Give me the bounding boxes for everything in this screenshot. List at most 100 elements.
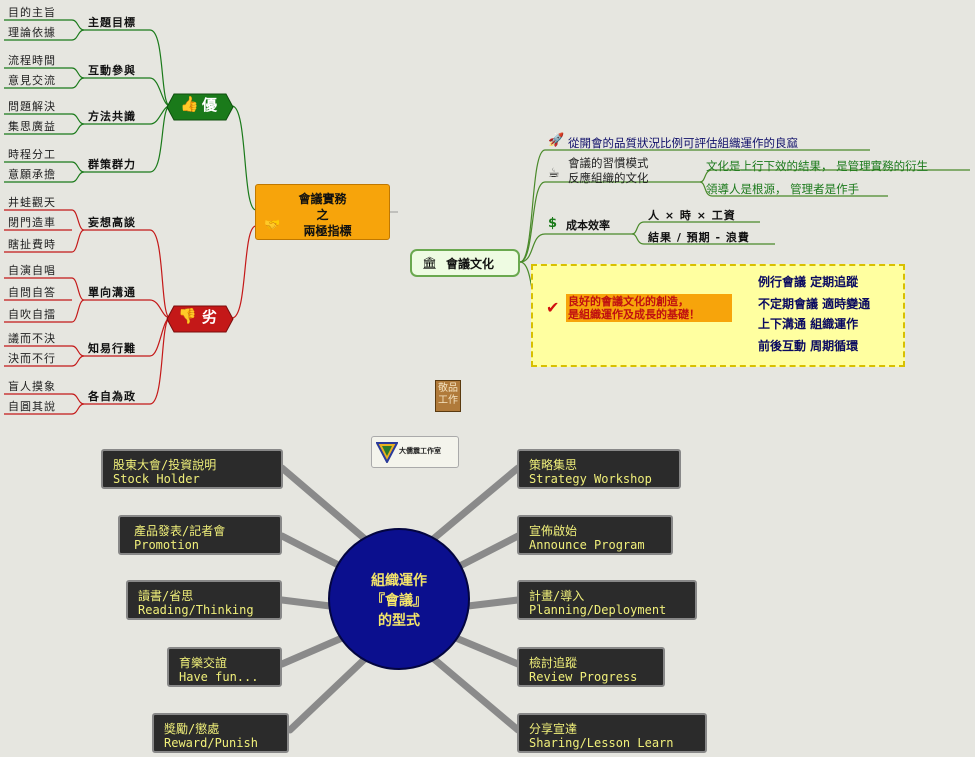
con-group-title: 各自為政 xyxy=(88,390,136,403)
form-zh: 產品發表/記者會 xyxy=(134,524,226,538)
hub-line3: 的型式 xyxy=(378,613,420,629)
pro-leaf: 問題解決 xyxy=(8,100,56,113)
form-zh: 獎勵/懲處 xyxy=(164,722,220,736)
meeting-form-box[interactable]: 宣佈啟始 Announce Program xyxy=(517,515,673,555)
form-en: Promotion xyxy=(134,538,200,552)
pros-node[interactable] xyxy=(166,93,234,121)
pro-leaf: 時程分工 xyxy=(8,148,56,161)
culture-node[interactable]: 🏛 會議文化 xyxy=(410,249,520,277)
con-leaf: 自吹自擂 xyxy=(8,308,56,321)
con-leaf: 自演自唱 xyxy=(8,264,56,277)
check-icon: ✔ xyxy=(546,298,560,317)
seal-text: 敬品工作 xyxy=(438,383,458,406)
meeting-form-box[interactable]: 計畫/導入 Planning/Deployment xyxy=(517,580,697,620)
handshake-icon: 🤝 xyxy=(264,218,281,233)
culture-quality: 從開會的品質狀況比例可評估組織運作的良窳 xyxy=(568,136,798,150)
good-culture-sub: 前後互動 周期循環 xyxy=(758,339,859,353)
meeting-form-box[interactable]: 讀書/省思 Reading/Thinking xyxy=(126,580,282,620)
con-leaf: 盲人摸象 xyxy=(8,380,56,393)
hub-line2: 『會議』 xyxy=(371,593,427,609)
core-title-line3: 兩極指標 xyxy=(303,224,352,238)
form-en: Review Progress xyxy=(529,670,638,684)
form-en: Planning/Deployment xyxy=(529,603,667,617)
good-culture-sub: 上下溝通 組織運作 xyxy=(758,317,859,331)
good-culture-sub: 例行會議 定期追蹤 xyxy=(758,275,859,289)
studio-logo: 大儒震工作室 xyxy=(371,436,459,468)
culture-habit-sub: 領導人是根源， 管理者是作手 xyxy=(706,182,860,196)
pro-group-title: 群策群力 xyxy=(88,158,136,171)
con-leaf: 自問自答 xyxy=(8,286,56,299)
culture-cost-label: 成本效率 xyxy=(566,219,610,232)
pro-leaf: 理論依據 xyxy=(8,26,56,39)
form-en: Have fun... xyxy=(179,670,259,684)
thumbs-up-icon: 👍 xyxy=(180,95,199,113)
con-leaf: 閉門造車 xyxy=(8,216,56,229)
con-group-title: 妄想高談 xyxy=(88,216,136,229)
good-culture-line1: 良好的會議文化的創造， xyxy=(568,295,689,308)
good-culture-sub: 不定期會議 適時變通 xyxy=(758,297,871,311)
meeting-form-box[interactable]: 育樂交誼 Have fun... xyxy=(167,647,282,687)
pro-leaf: 流程時間 xyxy=(8,54,56,67)
form-en: Reading/Thinking xyxy=(138,603,254,617)
culture-label: 會議文化 xyxy=(446,257,495,271)
seal-stamp: 敬品工作 xyxy=(435,380,461,412)
pro-leaf: 意見交流 xyxy=(8,74,56,87)
con-leaf: 議而不決 xyxy=(8,332,56,345)
core-title-line2: 之 xyxy=(316,208,329,222)
form-en: Strategy Workshop xyxy=(529,472,652,486)
meeting-form-box[interactable]: 檢討追蹤 Review Progress xyxy=(517,647,665,687)
hub-line1: 組織運作 xyxy=(371,573,427,589)
form-zh: 股東大會/投資說明 xyxy=(113,458,217,472)
culture-cost-sub: 人 × 時 × 工資 xyxy=(648,209,736,222)
pro-leaf: 意願承擔 xyxy=(8,168,56,181)
form-zh: 宣佈啟始 xyxy=(529,524,578,538)
culture-habit-sub: 文化是上行下效的結果， 是管理實務的衍生 xyxy=(706,159,929,173)
good-culture-node[interactable]: 良好的會議文化的創造， 是組織運作及成長的基礎！ xyxy=(566,294,732,322)
building-icon: 🏛 xyxy=(422,256,438,270)
pro-group-title: 主題目標 xyxy=(88,16,136,29)
rocket-icon: 🚀 xyxy=(548,133,565,148)
logo-text: 大儒震工作室 xyxy=(399,447,441,455)
cons-node[interactable] xyxy=(166,305,234,333)
culture-cost-sub: 結果 / 預期 - 浪費 xyxy=(648,231,750,244)
form-en: Announce Program xyxy=(529,538,645,552)
pro-leaf: 集思廣益 xyxy=(8,120,56,133)
pro-leaf: 目的主旨 xyxy=(8,6,56,19)
form-zh: 檢討追蹤 xyxy=(529,656,578,670)
meeting-form-box[interactable]: 股東大會/投資說明 Stock Holder xyxy=(101,449,283,489)
form-en: Stock Holder xyxy=(113,472,200,486)
core-title-line1: 會議實務 xyxy=(298,192,347,206)
core-topic-node[interactable]: 🤝 會議實務 之 兩極指標 xyxy=(255,184,390,240)
culture-habit-line2: 反應組織的文化 xyxy=(568,171,649,185)
good-culture-line2: 是組織運作及成長的基礎！ xyxy=(568,308,700,321)
form-zh: 分享宣達 xyxy=(529,722,578,736)
con-group-title: 知易行難 xyxy=(88,342,136,355)
form-en: Sharing/Lesson Learn xyxy=(529,736,674,750)
form-zh: 計畫/導入 xyxy=(529,589,585,603)
pro-group-title: 互動參與 xyxy=(88,64,136,77)
cons-label: 劣 xyxy=(202,308,218,326)
con-leaf: 瞎扯費時 xyxy=(8,238,56,251)
con-group-title: 單向溝通 xyxy=(88,286,136,299)
meeting-form-box[interactable]: 產品發表/記者會 Promotion xyxy=(118,515,282,555)
meeting-form-box[interactable]: 策略集思 Strategy Workshop xyxy=(517,449,681,489)
con-leaf: 決而不行 xyxy=(8,352,56,365)
form-zh: 育樂交誼 xyxy=(179,656,228,670)
form-zh: 讀書/省思 xyxy=(138,589,194,603)
culture-habit-line1: 會議的習慣模式 xyxy=(568,156,649,170)
meeting-forms-hub[interactable]: 組織運作 『會議』 的型式 xyxy=(328,528,470,670)
con-leaf: 自圓其說 xyxy=(8,400,56,413)
meeting-form-box[interactable]: 分享宣達 Sharing/Lesson Learn xyxy=(517,713,707,753)
thumbs-down-icon: 👎 xyxy=(178,307,197,325)
logo-triangle-icon xyxy=(376,442,398,463)
meeting-form-box[interactable]: 獎勵/懲處 Reward/Punish xyxy=(152,713,289,753)
form-en: Reward/Punish xyxy=(164,736,258,750)
dollar-icon: $ xyxy=(548,216,558,231)
con-leaf: 井蛙觀天 xyxy=(8,196,56,209)
pro-group-title: 方法共識 xyxy=(88,110,136,123)
pros-label: 優 xyxy=(202,96,218,114)
coffee-icon: ☕ xyxy=(548,166,560,181)
form-zh: 策略集思 xyxy=(529,458,578,472)
